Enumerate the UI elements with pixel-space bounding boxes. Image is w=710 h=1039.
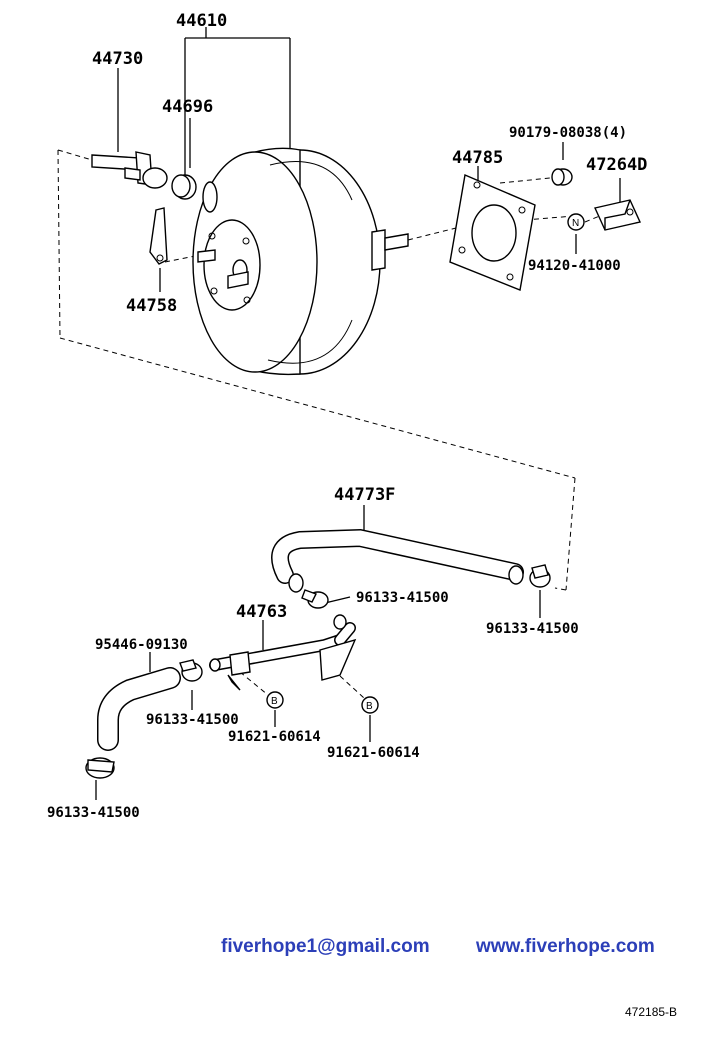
- gasket: [449, 174, 536, 291]
- label-44758: 44758: [126, 296, 177, 316]
- check-valve: [91, 151, 168, 189]
- label-44785: 44785: [452, 148, 503, 168]
- nut-marker-text: N: [572, 218, 579, 229]
- part-labels: 44610 44730 44696 44785 90179-08038(4) 4…: [47, 11, 647, 821]
- brake-booster: [192, 147, 409, 376]
- nut-90179: [551, 168, 573, 186]
- label-96133-upper-left: 96133-41500: [356, 590, 449, 606]
- bracket-47264d: [594, 199, 641, 231]
- bolt-marker-left-text: B: [271, 696, 278, 707]
- clip-lower: [85, 757, 115, 779]
- label-44730: 44730: [92, 49, 143, 69]
- drawing-code: 472185-B: [625, 1005, 678, 1019]
- email-link[interactable]: fiverhope1@gmail.com: [221, 936, 430, 957]
- label-44610: 44610: [176, 11, 227, 31]
- label-91621-left: 91621-60614: [228, 729, 321, 745]
- bolt-marker-right: B: [361, 696, 379, 714]
- bolt-marker-left: B: [266, 691, 284, 709]
- label-96133-lower: 96133-41500: [47, 805, 140, 821]
- label-91621-right: 91621-60614: [327, 745, 420, 761]
- label-95446: 95446-09130: [95, 637, 188, 653]
- clip-upper-right: [529, 564, 551, 588]
- label-44763: 44763: [236, 602, 287, 622]
- grommet: [171, 174, 197, 200]
- nut-marker: N: [567, 213, 585, 231]
- bolt-marker-right-text: B: [366, 701, 373, 712]
- vacuum-tube-44763: [209, 614, 357, 691]
- label-44696: 44696: [162, 97, 213, 117]
- clevis: [149, 207, 168, 265]
- leader-lines: [95, 27, 621, 800]
- hose-95446: [97, 667, 181, 751]
- label-47264d: 47264D: [586, 155, 647, 175]
- clip-upper-left: [301, 589, 329, 609]
- label-96133-upper-right: 96133-41500: [486, 621, 579, 637]
- dashed-assembly-lines: [57, 149, 603, 699]
- vacuum-hose-44773f: [271, 528, 524, 593]
- label-94120: 94120-41000: [528, 258, 621, 274]
- label-44773f: 44773F: [334, 485, 395, 505]
- clip-mid: [179, 659, 203, 682]
- website-link[interactable]: www.fiverhope.com: [476, 936, 655, 957]
- label-90179: 90179-08038(4): [509, 125, 627, 141]
- label-96133-mid: 96133-41500: [146, 712, 239, 728]
